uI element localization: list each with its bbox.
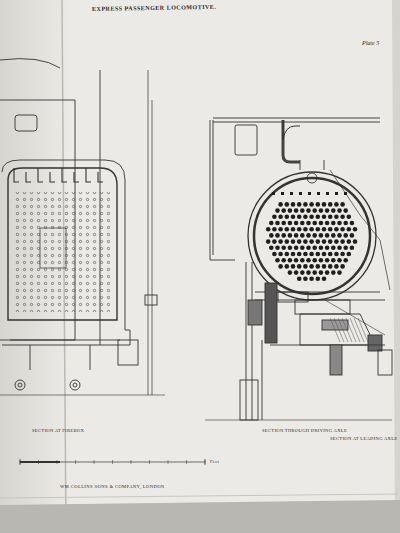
section-caption: SECTION THROUGH DRIVING AXLE [262,428,347,433]
section-caption: SECTION AT FIREBOX [32,428,84,433]
scale-unit: Feet [210,459,219,464]
engraver-imprint: WM COLLINS SONS & COMPANY, LONDON [60,484,165,489]
plate-number: Plate 5 [362,40,379,47]
section-caption: SECTION AT LEADING AXLE [330,436,397,441]
